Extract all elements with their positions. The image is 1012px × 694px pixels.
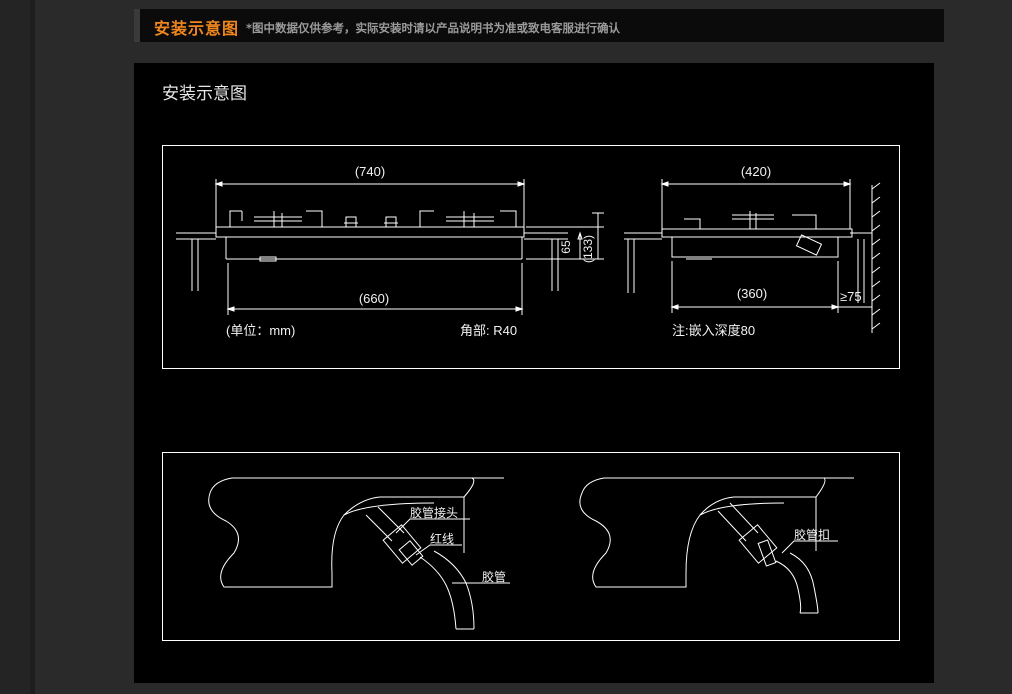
dim-front-height-total: (133) <box>581 235 595 263</box>
dim-side-cutout: (360) <box>737 286 767 301</box>
label-hose: 胶管 <box>482 569 506 584</box>
dim-front-height-under: 65 <box>559 240 573 254</box>
side-view <box>624 179 881 333</box>
panel-title: 安装示意图 <box>162 84 247 104</box>
dim-front-width: (740) <box>355 164 385 179</box>
hose-connection-right <box>579 477 854 614</box>
section-header: 安装示意图 *图中数据仅供参考，实际安装时请以产品说明书为准或致电客服进行确认 <box>134 9 944 42</box>
dim-side-width: (420) <box>741 164 771 179</box>
corner-note: 角部: R40 <box>460 323 517 338</box>
front-view <box>176 179 604 315</box>
section-title: 安装示意图 <box>154 19 240 38</box>
installation-diagram: (740) (660) (133) 65 (420) (360) ≥75 (单位… <box>162 145 900 641</box>
connection-frame <box>162 452 900 641</box>
label-red-line: 红线 <box>430 531 454 546</box>
left-rail-edge <box>30 0 35 694</box>
hose-connection-left <box>208 477 510 630</box>
dim-wall-clearance: ≥75 <box>840 289 862 304</box>
label-hose-clamp: 胶管扣 <box>794 527 830 542</box>
disclaimer-note: *图中数据仅供参考，实际安装时请以产品说明书为准或致电客服进行确认 <box>246 21 621 35</box>
diagram-panel: 安装示意图 <box>134 63 934 683</box>
dim-front-cutout: (660) <box>359 291 389 306</box>
dimension-frame <box>162 145 900 369</box>
depth-note: 注:嵌入深度80 <box>672 323 755 338</box>
unit-note: (单位：mm) <box>226 323 295 338</box>
header-accent <box>134 9 140 42</box>
left-rail <box>0 0 35 694</box>
label-hose-connector: 胶管接头 <box>410 505 458 520</box>
